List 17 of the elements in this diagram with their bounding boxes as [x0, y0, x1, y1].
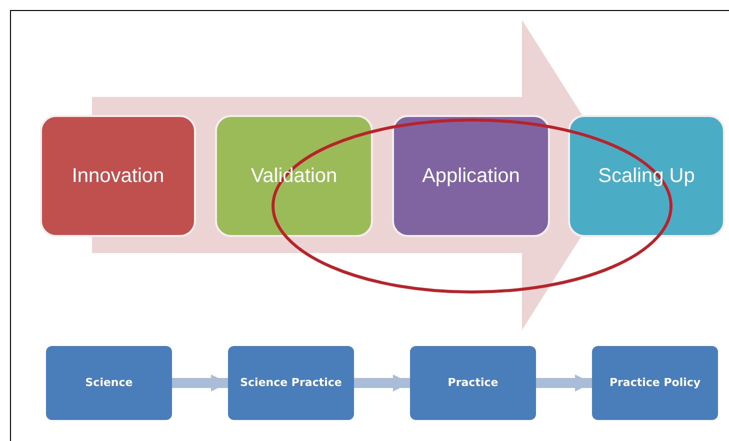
box-label: Innovation: [72, 164, 164, 188]
process-box: [46, 346, 172, 420]
stage-box: [215, 115, 373, 237]
process-box: [592, 346, 718, 420]
box-label: Science: [85, 374, 133, 391]
box-label: Application: [422, 164, 520, 188]
stage-box: [40, 115, 196, 237]
stage-box: [568, 115, 725, 237]
box-label: Practice Policy: [609, 374, 701, 391]
arrow: [354, 374, 410, 392]
stage-box: [392, 115, 550, 237]
box-label: Science Practice: [240, 374, 342, 391]
box-label: Practice: [448, 374, 498, 391]
arrow: [536, 374, 592, 392]
process-box: [228, 346, 354, 420]
process-box: [410, 346, 536, 420]
arrow: [172, 374, 228, 392]
